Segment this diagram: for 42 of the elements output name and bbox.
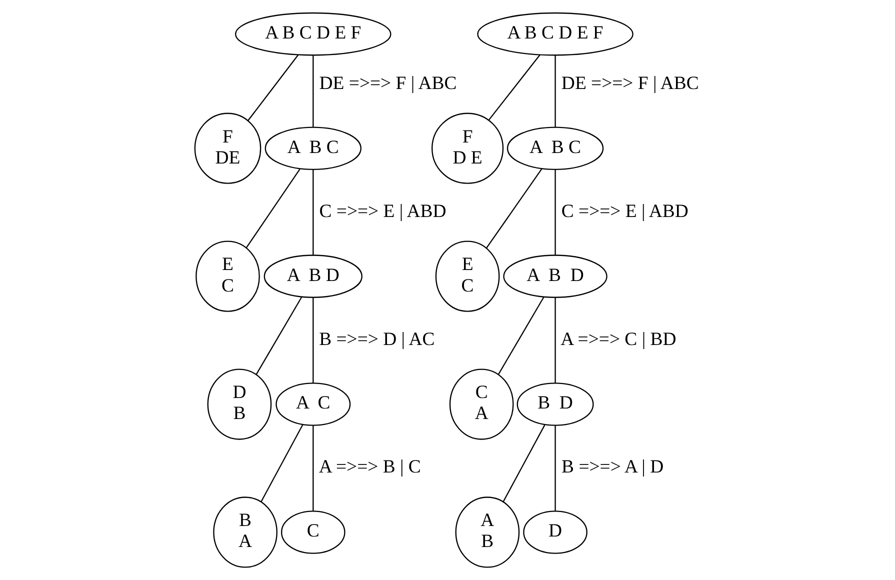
connector	[246, 168, 300, 248]
connector	[247, 54, 299, 122]
node-circle: E C	[196, 240, 260, 312]
connector	[554, 170, 556, 256]
node-ellipse: A B C D E F	[234, 12, 392, 56]
connector	[312, 170, 314, 256]
connector	[488, 54, 540, 120]
node-ellipse: A B D	[264, 254, 362, 298]
connector	[312, 426, 314, 511]
node-circle: C A	[449, 368, 514, 440]
node-ellipse: D	[523, 510, 588, 554]
node-ellipse: A B C	[264, 126, 362, 170]
node-circle: D B	[207, 368, 272, 440]
node-circle: B A	[213, 496, 278, 568]
connector	[260, 424, 304, 502]
edge-label: C =>=> E | ABD	[319, 200, 446, 222]
edge-label: A =>=> B | C	[318, 456, 421, 478]
node-ellipse: A C	[276, 382, 351, 426]
edge-label: DE =>=> F | ABC	[561, 72, 699, 94]
node-ellipse: B D	[516, 382, 594, 426]
connector	[498, 296, 544, 375]
edge-label: A =>=> C | BD	[560, 328, 676, 350]
connector	[554, 426, 556, 511]
node-circle: E C	[435, 240, 500, 312]
edge-label: C =>=> E | ABD	[561, 200, 688, 222]
connector	[256, 296, 302, 375]
node-ellipse: A B C	[506, 126, 604, 170]
edge-label: B =>=> D | AC	[319, 328, 435, 350]
connector	[554, 55, 556, 127]
node-ellipse: A B C D E F	[477, 12, 634, 56]
edge-label: B =>=> A | D	[562, 456, 664, 478]
connector	[312, 298, 314, 383]
connector	[312, 55, 314, 127]
connector	[502, 424, 546, 502]
node-circle: F D E	[432, 112, 504, 184]
edge-label: DE =>=> F | ABC	[319, 72, 457, 94]
node-ellipse: A B D	[503, 254, 608, 298]
connector	[554, 298, 556, 383]
node-circle: A B	[455, 496, 520, 568]
node-circle: F DE	[194, 112, 262, 184]
node-ellipse: C	[280, 510, 346, 554]
connector	[486, 168, 542, 248]
